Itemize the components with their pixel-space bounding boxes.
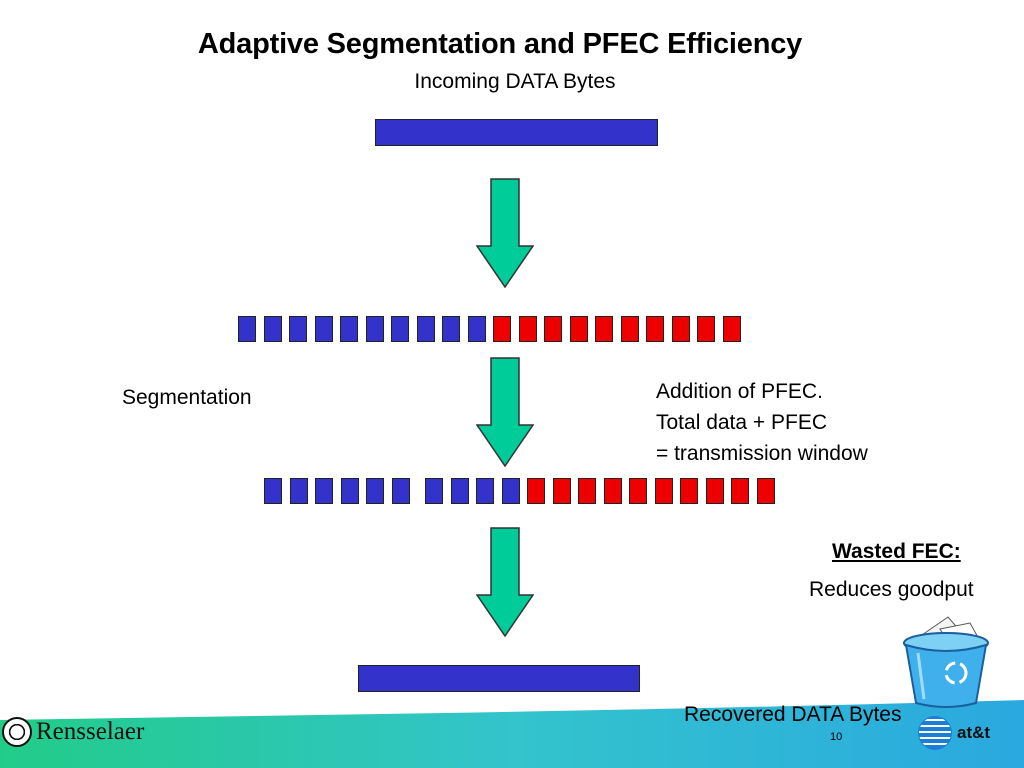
data-segment (340, 478, 359, 504)
data-segment (366, 478, 384, 504)
incoming-data-bar (375, 119, 658, 146)
rensselaer-logo: Rensselaer (0, 712, 160, 752)
wasted-fec-description: Reduces goodput (809, 578, 974, 601)
fec-segment (603, 478, 622, 504)
fec-segment (578, 478, 596, 504)
fec-segment (646, 316, 664, 342)
fec-segment (671, 316, 690, 342)
rensselaer-seal-icon (2, 717, 32, 747)
data-segment (501, 478, 520, 504)
wasted-fec-heading: Wasted FEC: (832, 540, 961, 563)
page-number: 10 (830, 731, 843, 743)
data-segment (391, 478, 410, 504)
fec-segment (493, 316, 511, 342)
att-logo: at&t (918, 716, 990, 750)
data-segment (391, 316, 409, 342)
down-arrow-icon (476, 357, 534, 467)
fec-segment (629, 478, 647, 504)
recovered-data-label: Recovered DATA Bytes (684, 703, 902, 726)
fec-segment (731, 478, 749, 504)
fec-segment (620, 316, 639, 342)
fec-segment (697, 316, 715, 342)
data-segment (467, 316, 486, 342)
recovered-data-bar (358, 665, 640, 692)
data-segment (365, 316, 384, 342)
fec-segment (722, 316, 741, 342)
fec-segment (569, 316, 588, 342)
data-segment (340, 316, 358, 342)
fec-segment (654, 478, 673, 504)
data-segment (442, 316, 460, 342)
pfec-line-1: Addition of PFEC. (656, 380, 823, 403)
data-segment (238, 316, 256, 342)
fec-segment (595, 316, 613, 342)
pfec-line-3: = transmission window (656, 442, 868, 465)
rensselaer-logo-text: Rensselaer (36, 718, 145, 745)
data-segment (314, 316, 333, 342)
data-segment (450, 478, 469, 504)
segmentation-label: Segmentation (122, 386, 252, 409)
pfec-line-2: Total data + PFEC (656, 411, 828, 434)
fec-segment (544, 316, 562, 342)
data-segment (315, 478, 333, 504)
incoming-data-label: Incoming DATA Bytes (414, 70, 616, 93)
att-globe-icon (918, 716, 952, 750)
att-logo-text: at&t (957, 723, 991, 742)
pfec-label: Addition of PFEC. Total data + PFEC = tr… (656, 376, 868, 469)
fec-segment (527, 478, 545, 504)
data-segment (425, 478, 443, 504)
fec-segment (680, 478, 698, 504)
slide-title: Adaptive Segmentation and PFEC Efficienc… (197, 28, 803, 60)
fec-segment (552, 478, 571, 504)
data-segment (263, 316, 282, 342)
data-segment (476, 478, 494, 504)
fec-segment (756, 478, 775, 504)
fec-segment (705, 478, 724, 504)
data-segment (264, 478, 282, 504)
down-arrow-icon (476, 178, 534, 288)
data-segment (289, 316, 307, 342)
data-segment (416, 316, 435, 342)
fec-segment (518, 316, 537, 342)
recycle-bin-icon (903, 616, 989, 708)
data-segment (289, 478, 308, 504)
down-arrow-icon (476, 527, 534, 637)
